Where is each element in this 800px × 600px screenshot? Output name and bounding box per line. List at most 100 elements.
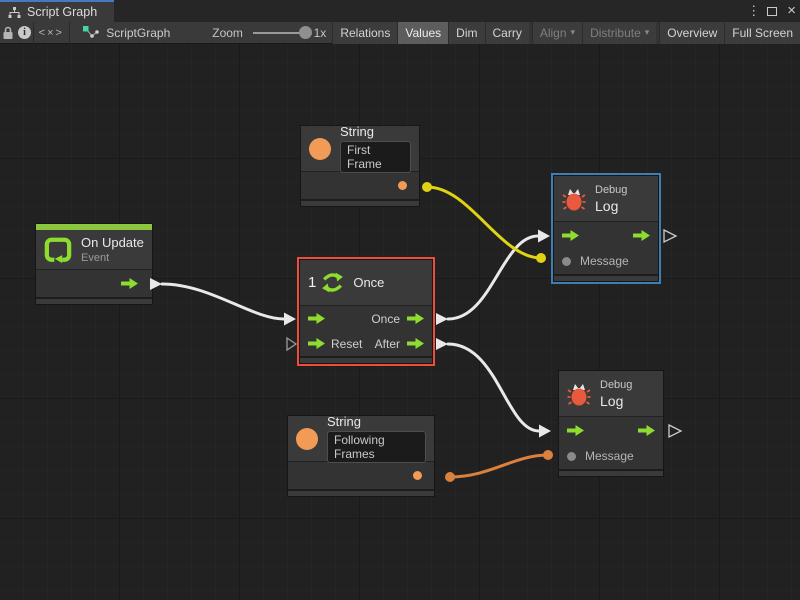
distribute-button[interactable]: Distribute ▾	[582, 21, 657, 44]
values-button[interactable]: Values	[397, 21, 449, 44]
carry-button[interactable]: Carry	[484, 21, 529, 44]
wire-endpoint-dot	[422, 182, 432, 192]
value-output-port[interactable]	[413, 471, 422, 480]
port-label-message: Message	[580, 254, 629, 268]
node-title: String	[340, 124, 374, 139]
message-input-port[interactable]	[562, 256, 571, 266]
node-once[interactable]: 1 Once Once Reset After	[299, 259, 433, 364]
flow-input-port[interactable]	[308, 313, 325, 324]
edit-source-button[interactable]: <×>	[38, 26, 64, 39]
wire-arrowhead	[539, 424, 551, 438]
value-output-port[interactable]	[398, 181, 407, 190]
wire-onupdate-to-once[interactable]	[160, 282, 286, 321]
node-port-row	[36, 270, 152, 297]
node-title: Once	[353, 275, 385, 290]
align-button[interactable]: Align ▾	[531, 21, 583, 44]
node-string-following-frames[interactable]: String Following Frames	[287, 414, 435, 497]
wire-string-to-debugtop-message[interactable]	[425, 185, 543, 260]
zoom-label: Zoom	[212, 25, 243, 40]
window-menu-icon[interactable]: ⋮	[747, 3, 761, 18]
port-label-after: After	[374, 336, 400, 351]
node-header: On Update Event	[36, 230, 152, 270]
flow-input-port[interactable]	[562, 229, 579, 241]
flow-output-port[interactable]	[407, 338, 424, 349]
unconnected-output-triangle[interactable]	[663, 228, 678, 244]
lock-icon	[3, 26, 13, 39]
node-footer	[300, 356, 432, 363]
node-debug-log-top[interactable]: Debug Log Message	[553, 175, 659, 282]
node-eyebrow: Debug	[600, 378, 633, 391]
distribute-label: Distribute	[590, 25, 641, 40]
wire-once-to-debugbottom[interactable]	[446, 342, 541, 433]
close-icon[interactable]: ×	[787, 2, 796, 19]
align-label: Align	[539, 25, 567, 40]
flow-output-port[interactable]	[638, 424, 655, 436]
port-label-once: Once	[371, 311, 400, 326]
flow-input-port[interactable]	[567, 424, 584, 436]
node-header: String Following Frames	[288, 414, 434, 463]
flow-input-port[interactable]	[308, 338, 325, 349]
node-header: 1 Once	[300, 260, 432, 306]
string-literal-icon	[296, 427, 318, 450]
toolbar-separator	[33, 21, 35, 44]
string-literal-icon	[309, 137, 331, 160]
zoom-slider-knob[interactable]	[298, 26, 312, 39]
wire-start-connector	[436, 338, 448, 350]
port-label-reset: Reset	[331, 336, 363, 351]
flow-output-port[interactable]	[121, 278, 138, 289]
wire-endpoint-dot	[445, 472, 455, 482]
node-port-row	[288, 462, 434, 489]
toolbar: i <×> ScriptGraph Zoom 1x Relations Valu…	[0, 21, 800, 44]
bug-icon	[562, 188, 586, 210]
node-on-update[interactable]: On Update Event	[35, 223, 153, 305]
node-port-row	[301, 172, 419, 199]
string-value-field[interactable]: First Frame	[340, 141, 411, 173]
wire-arrowhead	[538, 229, 550, 243]
wire-string-to-debugbottom-message[interactable]	[448, 453, 550, 479]
overview-button[interactable]: Overview	[659, 21, 725, 44]
graph-breadcrumb[interactable]: ScriptGraph	[83, 25, 170, 40]
string-value-field[interactable]: Following Frames	[327, 431, 426, 463]
unconnected-input-triangle[interactable]	[286, 336, 298, 352]
wire-start-connector	[436, 313, 448, 325]
node-port-row	[559, 417, 663, 443]
node-footer	[288, 489, 434, 496]
flow-output-port[interactable]	[407, 313, 424, 324]
toolbar-group-gap	[528, 21, 532, 44]
node-port-row: Once	[300, 306, 432, 331]
toolbar-group-gap	[656, 21, 660, 44]
once-count: 1	[308, 274, 317, 291]
node-header: String First Frame	[301, 124, 419, 173]
cycle-arrows-icon	[322, 272, 344, 293]
node-port-row: Reset After	[300, 331, 432, 356]
tab-script-graph[interactable]: Script Graph	[0, 0, 114, 22]
window-controls: ⋮ ×	[747, 0, 796, 22]
node-string-first-frame[interactable]: String First Frame	[300, 124, 420, 207]
node-header: Debug Log	[554, 176, 658, 222]
node-title: Log	[595, 197, 619, 214]
bug-icon	[567, 383, 591, 405]
graph-canvas[interactable]: String First Frame On Update Event	[0, 44, 800, 600]
node-title: Log	[600, 392, 624, 409]
update-loop-icon	[44, 237, 72, 263]
node-port-row: Message	[554, 248, 658, 274]
info-button[interactable]: i	[16, 22, 34, 44]
flow-output-port[interactable]	[633, 229, 650, 241]
node-debug-log-bottom[interactable]: Debug Log Message	[558, 370, 664, 477]
chevron-down-icon: ▾	[570, 27, 576, 37]
wire-once-to-debugtop[interactable]	[446, 234, 540, 321]
maximize-icon[interactable]	[767, 6, 778, 16]
node-subtitle: Event	[81, 252, 110, 264]
node-footer	[554, 274, 658, 281]
fullscreen-button[interactable]: Full Screen	[724, 21, 800, 44]
node-header: Debug Log	[559, 371, 663, 417]
node-eyebrow: Debug	[595, 183, 628, 196]
script-graph-icon	[83, 25, 100, 38]
message-input-port[interactable]	[567, 451, 576, 461]
node-footer	[301, 199, 419, 206]
dim-button[interactable]: Dim	[448, 21, 485, 44]
relations-button[interactable]: Relations	[332, 21, 398, 44]
lock-button[interactable]	[0, 22, 16, 44]
unconnected-output-triangle[interactable]	[668, 423, 683, 439]
zoom-slider[interactable]	[252, 26, 312, 39]
